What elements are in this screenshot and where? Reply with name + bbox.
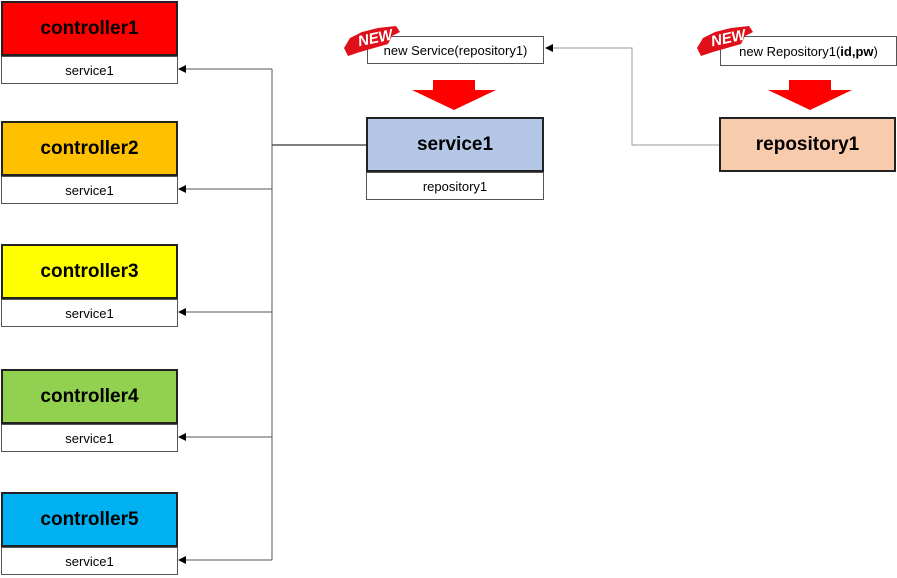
controller4-field: service1 [1,424,178,452]
repository-note-suffix: ) [873,43,878,59]
new-badge-repository: NEW [697,26,753,56]
controller5-header: controller5 [1,492,178,547]
controller2-header: controller2 [1,121,178,176]
controller5-field: service1 [1,547,178,575]
repository-to-service-note-line [546,47,719,146]
red-down-arrow-repository [768,80,852,110]
controller4-header: controller4 [1,369,178,424]
repository-note-prefix: new Repository1( [739,43,841,59]
service1-header: service1 [366,117,544,172]
controller3-header: controller3 [1,244,178,299]
service-constructor-note: new Service(repository1) [367,36,544,64]
repository-link-arrowhead [545,44,553,52]
controller3-field: service1 [1,299,178,327]
repository1-header: repository1 [719,117,896,172]
new-badge-service: NEW [344,26,400,56]
controller1-field: service1 [1,56,178,84]
repository-constructor-note: new Repository1(id,pw) [720,36,897,66]
new-badge-repository-label: NEW [709,26,749,50]
controller1-header: controller1 [1,1,178,56]
repository-note-args: id,pw [840,43,874,59]
new-badge-service-label: NEW [356,26,396,50]
red-down-arrow-service [412,80,496,110]
controller2-field: service1 [1,176,178,204]
service1-field: repository1 [366,172,544,200]
